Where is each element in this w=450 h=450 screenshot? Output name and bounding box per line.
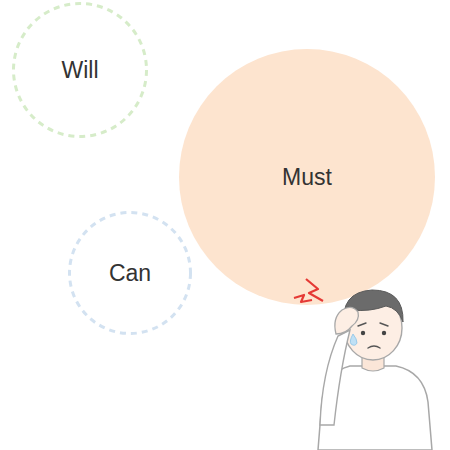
circle-shape (70, 213, 191, 334)
person-eye (382, 331, 386, 335)
circle-label: Must (282, 164, 332, 191)
circle-shape (179, 49, 435, 305)
sweat-drop (350, 334, 357, 345)
person-neck (362, 352, 384, 371)
person-head (344, 296, 402, 360)
person-arm (320, 330, 350, 425)
person-mouth (368, 346, 380, 348)
circle-label: Will (61, 57, 98, 84)
person-eye (361, 331, 365, 335)
circle-label: Can (109, 260, 151, 287)
circle-node: Will (12, 2, 148, 138)
circle-node: Can (68, 211, 192, 335)
person-body (318, 366, 432, 450)
person-eyebrow (380, 323, 388, 326)
circle-node: Must (179, 49, 435, 305)
circle-shape (14, 4, 147, 137)
person-eyebrow (358, 323, 366, 326)
person-hand (335, 307, 359, 334)
